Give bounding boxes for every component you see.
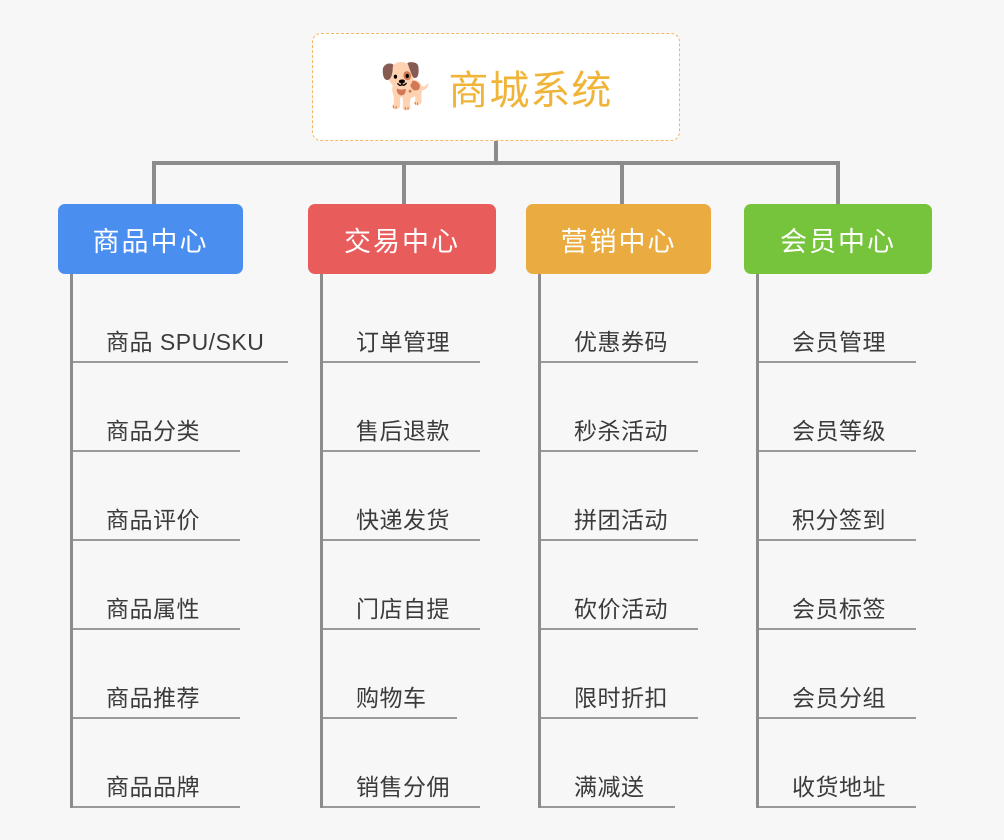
list-item[interactable]: 销售分佣 — [323, 719, 528, 808]
column-trade-center: 交易中心 订单管理 售后退款 快递发货 门店自提 购物车 — [308, 204, 528, 808]
list-item[interactable]: 拼团活动 — [541, 452, 746, 541]
shiba-dog-icon: 🐕 — [379, 62, 435, 111]
list-item-label: 商品属性 — [106, 596, 200, 622]
list-item-label: 商品品牌 — [106, 774, 200, 800]
connector-horizontal-bar — [152, 161, 840, 165]
list-item-label: 积分签到 — [792, 507, 886, 533]
list-item[interactable]: 订单管理 — [323, 274, 528, 363]
list-item-label: 收货地址 — [792, 774, 886, 800]
list-item[interactable]: 积分签到 — [759, 452, 964, 541]
column-member-center: 会员中心 会员管理 会员等级 积分签到 会员标签 会员分组 — [744, 204, 964, 808]
category-header-marketing-center[interactable]: 营销中心 — [526, 204, 711, 274]
root-node[interactable]: 🐕 商城系统 — [312, 33, 680, 141]
connector-drop-1 — [152, 161, 156, 206]
list-item[interactable]: 购物车 — [323, 630, 528, 719]
list-item-label: 购物车 — [356, 685, 427, 711]
list-item[interactable]: 会员管理 — [759, 274, 964, 363]
list-item[interactable]: 商品品牌 — [73, 719, 278, 808]
list-item-label: 订单管理 — [356, 329, 450, 355]
category-title: 营销中心 — [560, 226, 677, 257]
list-item[interactable]: 砍价活动 — [541, 541, 746, 630]
list-item[interactable]: 会员标签 — [759, 541, 964, 630]
list-item-label: 商品推荐 — [106, 685, 200, 711]
list-item[interactable]: 收货地址 — [759, 719, 964, 808]
list-item[interactable]: 商品分类 — [73, 363, 278, 452]
list-item-label: 会员管理 — [792, 329, 886, 355]
list-item-label: 销售分佣 — [356, 774, 450, 800]
list-item[interactable]: 门店自提 — [323, 541, 528, 630]
list-item-label: 门店自提 — [356, 596, 450, 622]
item-list-product-center: 商品 SPU/SKU 商品分类 商品评价 商品属性 商品推荐 商品品牌 — [70, 274, 288, 808]
category-title: 会员中心 — [780, 226, 896, 257]
column-product-center: 商品中心 商品 SPU/SKU 商品分类 商品评价 商品属性 商品推荐 — [58, 204, 288, 808]
list-item[interactable]: 优惠券码 — [541, 274, 746, 363]
list-item[interactable]: 商品 SPU/SKU — [73, 274, 288, 363]
list-item[interactable]: 会员分组 — [759, 630, 964, 719]
list-item-label: 会员分组 — [792, 685, 886, 711]
list-item[interactable]: 满减送 — [541, 719, 746, 808]
list-item-label: 拼团活动 — [574, 507, 668, 533]
list-item-label: 秒杀活动 — [574, 418, 668, 444]
category-title: 商品中心 — [92, 226, 209, 257]
root-title: 商城系统 — [448, 69, 613, 113]
list-item-label: 快递发货 — [356, 507, 450, 533]
connector-drop-4 — [836, 161, 840, 206]
connector-drop-2 — [402, 161, 406, 206]
list-item[interactable]: 售后退款 — [323, 363, 528, 452]
list-item[interactable]: 商品评价 — [73, 452, 278, 541]
connector-drop-3 — [620, 161, 624, 206]
list-item-label: 商品 SPU/SKU — [106, 329, 265, 355]
category-header-member-center[interactable]: 会员中心 — [744, 204, 932, 274]
list-item-label: 限时折扣 — [574, 685, 668, 711]
item-list-member-center: 会员管理 会员等级 积分签到 会员标签 会员分组 收货地址 — [756, 274, 964, 808]
item-list-trade-center: 订单管理 售后退款 快递发货 门店自提 购物车 销售分佣 — [320, 274, 528, 808]
list-item[interactable]: 商品推荐 — [73, 630, 278, 719]
list-item[interactable]: 秒杀活动 — [541, 363, 746, 452]
list-item[interactable]: 会员等级 — [759, 363, 964, 452]
list-item[interactable]: 快递发货 — [323, 452, 528, 541]
list-item-label: 砍价活动 — [574, 596, 668, 622]
item-list-marketing-center: 优惠券码 秒杀活动 拼团活动 砍价活动 限时折扣 满减送 — [538, 274, 746, 808]
list-item-label: 商品评价 — [106, 507, 200, 533]
list-item-label: 售后退款 — [356, 418, 450, 444]
list-item[interactable]: 商品属性 — [73, 541, 278, 630]
category-title: 交易中心 — [344, 226, 460, 257]
list-item-label: 优惠券码 — [574, 329, 668, 355]
column-marketing-center: 营销中心 优惠券码 秒杀活动 拼团活动 砍价活动 限时折扣 — [526, 204, 746, 808]
list-item-label: 商品分类 — [106, 418, 200, 444]
list-item[interactable]: 限时折扣 — [541, 630, 746, 719]
category-header-trade-center[interactable]: 交易中心 — [308, 204, 496, 274]
connector-root-stem — [494, 141, 498, 165]
list-item-label: 会员标签 — [792, 596, 886, 622]
list-item-label: 满减送 — [574, 774, 645, 800]
category-header-product-center[interactable]: 商品中心 — [58, 204, 243, 274]
list-item-label: 会员等级 — [792, 418, 886, 444]
